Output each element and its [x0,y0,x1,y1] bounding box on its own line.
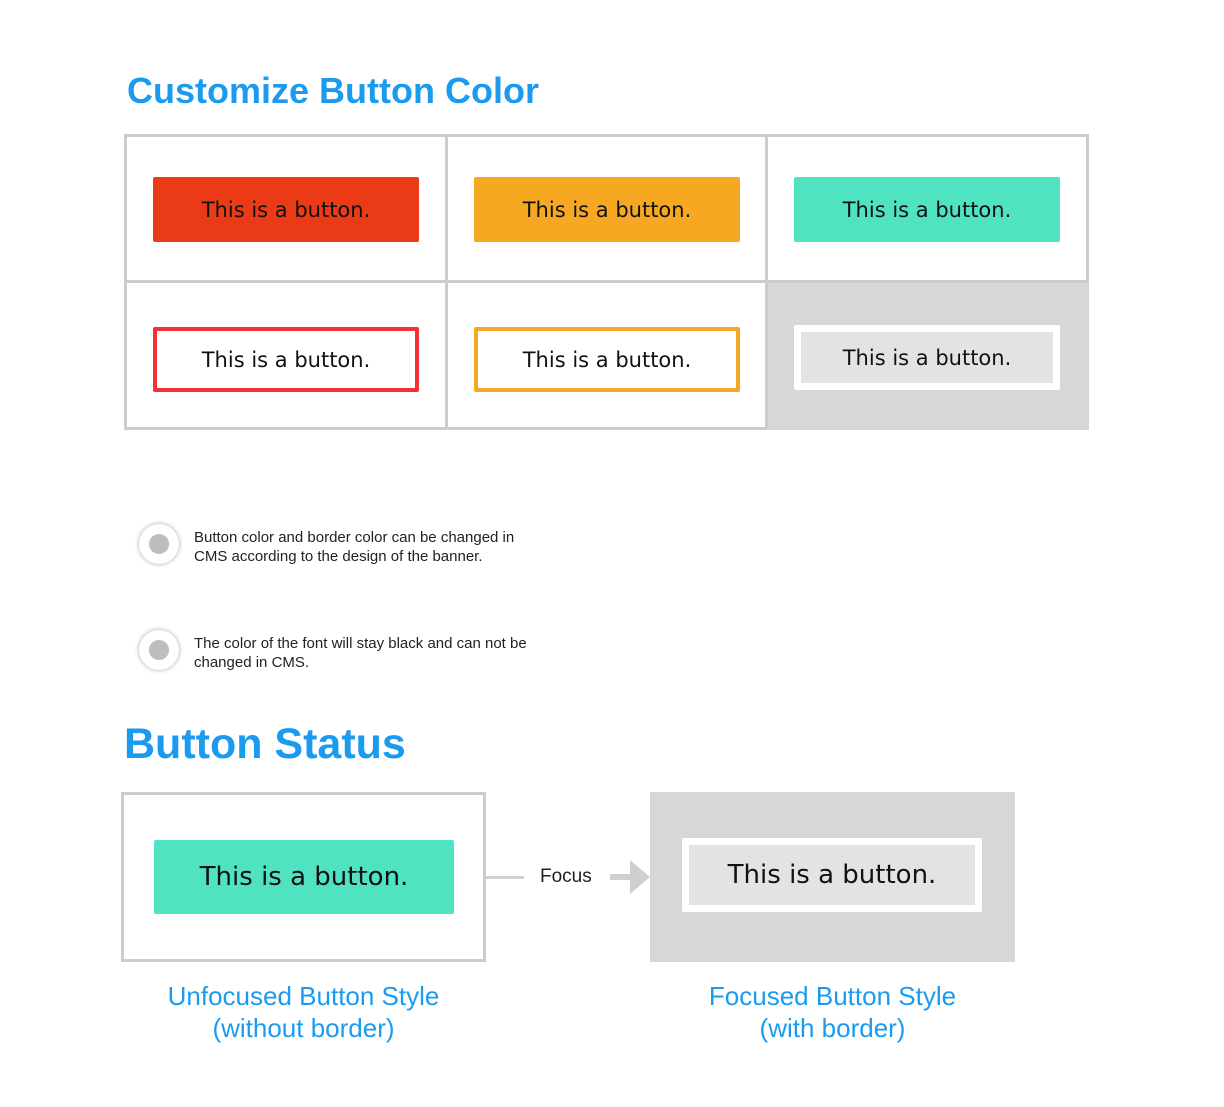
unfocused-button[interactable]: This is a button. [154,840,454,914]
focused-panel: This is a button. [650,792,1015,962]
focused-caption-line2: (with border) [759,1013,906,1043]
orange-filled-button[interactable]: This is a button. [474,177,740,242]
button-color-grid: This is a button. This is a button. This… [124,134,1089,430]
focused-caption-line1: Focused Button Style [708,981,957,1011]
arrow-right-icon [610,860,650,894]
unfocused-caption: Unfocused Button Style (without border) [121,980,486,1044]
focused-button[interactable]: This is a button. [682,838,982,912]
grid-cell-red-outlined: This is a button. [127,283,445,427]
grid-cell-orange-filled: This is a button. [448,137,765,280]
gray-bordered-button[interactable]: This is a button. [794,325,1060,390]
status-title: Button Status [124,720,406,768]
grid-cell-teal-filled: This is a button. [768,137,1086,280]
grid-cell-red-filled: This is a button. [127,137,445,280]
teal-filled-button[interactable]: This is a button. [794,177,1060,242]
unfocused-caption-line2: (without border) [212,1013,395,1043]
unfocused-panel: This is a button. [121,792,486,962]
bullet-icon [139,524,179,564]
grid-cell-orange-outlined: This is a button. [448,283,765,427]
red-outlined-button[interactable]: This is a button. [153,327,419,392]
connector-line [486,876,524,879]
customize-title: Customize Button Color [127,70,539,111]
bullet-icon [139,630,179,670]
note-text: The color of the font will stay black an… [194,635,527,671]
focused-caption: Focused Button Style (with border) [650,980,1015,1044]
focus-label: Focus [540,866,592,887]
unfocused-caption-line1: Unfocused Button Style [167,981,440,1011]
grid-cell-gray-focused: This is a button. [768,283,1089,430]
orange-outlined-button[interactable]: This is a button. [474,327,740,392]
red-filled-button[interactable]: This is a button. [153,177,419,242]
note-text: Button color and border color can be cha… [194,529,515,565]
